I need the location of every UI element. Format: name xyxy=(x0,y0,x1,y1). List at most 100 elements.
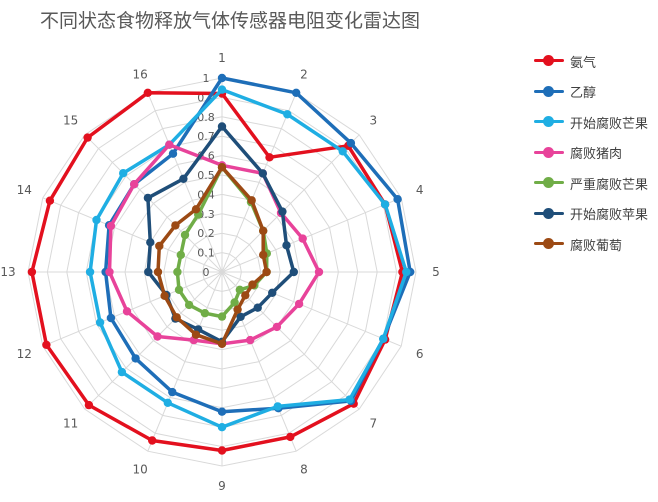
data-point xyxy=(259,226,268,235)
legend-item: 氨气 xyxy=(534,46,658,77)
data-point xyxy=(379,334,388,343)
data-point xyxy=(84,400,94,410)
series-3 xyxy=(85,85,411,432)
radial-tick-label: 0.8 xyxy=(197,111,215,124)
data-point xyxy=(191,330,201,339)
data-point xyxy=(314,267,324,277)
legend-item: 乙醇 xyxy=(534,77,658,108)
data-point xyxy=(286,432,295,442)
data-point xyxy=(217,122,227,131)
grid-spoke xyxy=(221,92,297,273)
legend-item: 腐败葡萄 xyxy=(534,229,658,260)
data-point xyxy=(143,193,153,203)
data-point xyxy=(42,340,51,349)
data-point xyxy=(106,221,116,231)
data-point xyxy=(144,267,153,277)
category-label: 3 xyxy=(369,114,377,128)
data-point xyxy=(172,313,181,322)
chart-title: 不同状态食物释放气体传感器电阻变化雷达图 xyxy=(39,10,420,32)
data-point xyxy=(160,291,169,300)
data-point xyxy=(163,398,172,407)
grid-spoke xyxy=(42,197,223,273)
data-point xyxy=(122,307,132,316)
radial-tick-label: 0.1 xyxy=(197,247,215,260)
data-point xyxy=(45,196,55,205)
category-label: 16 xyxy=(132,67,147,81)
data-point xyxy=(184,300,194,310)
legend-swatch xyxy=(534,85,564,98)
data-point xyxy=(217,73,227,83)
data-point xyxy=(148,436,157,445)
legend-swatch xyxy=(534,207,564,220)
data-point xyxy=(85,267,95,277)
data-point xyxy=(235,285,244,294)
data-point xyxy=(176,250,185,260)
radial-tick-label: 0 xyxy=(203,266,210,279)
legend-swatch xyxy=(534,177,564,189)
data-point xyxy=(217,423,227,432)
data-point xyxy=(217,339,227,348)
legend-label: 严重腐败芒果 xyxy=(570,177,649,193)
data-point xyxy=(298,234,307,243)
series-line xyxy=(88,87,409,429)
data-point xyxy=(179,174,188,183)
data-point xyxy=(105,267,114,277)
category-label: 4 xyxy=(416,183,424,197)
data-point xyxy=(95,318,105,327)
data-point xyxy=(253,303,262,312)
grid-spoke xyxy=(84,271,223,410)
legend-item: 开始腐败芒果 xyxy=(534,107,658,138)
data-point xyxy=(258,169,267,178)
data-point xyxy=(346,138,356,148)
legend-label: 腐败葡萄 xyxy=(570,238,623,254)
data-point xyxy=(168,387,177,397)
category-label: 2 xyxy=(300,67,308,81)
data-point xyxy=(259,250,268,260)
data-point xyxy=(173,267,182,277)
data-point xyxy=(165,140,174,149)
data-point xyxy=(153,267,163,277)
data-point xyxy=(230,298,239,307)
data-point xyxy=(106,313,116,323)
legend-label: 腐败猪肉 xyxy=(570,147,623,163)
category-label: 7 xyxy=(369,416,377,430)
data-point xyxy=(338,147,347,156)
legend-item: 严重腐败芒果 xyxy=(534,168,658,199)
category-label: 15 xyxy=(63,114,78,128)
data-point xyxy=(131,354,140,363)
grid-spoke xyxy=(221,197,402,273)
data-point xyxy=(262,267,271,277)
data-point xyxy=(273,402,282,411)
series-1 xyxy=(27,88,407,455)
category-label: 10 xyxy=(132,463,147,477)
grid-spoke xyxy=(42,271,223,347)
data-point xyxy=(130,180,139,189)
radial-tick-label: 0.5 xyxy=(197,169,215,182)
data-point xyxy=(380,200,390,209)
data-point xyxy=(278,207,287,216)
category-label: 9 xyxy=(218,479,226,493)
data-point xyxy=(294,299,304,309)
data-point xyxy=(168,149,178,158)
legend-label: 氨气 xyxy=(570,55,597,71)
data-point xyxy=(200,309,210,318)
data-point xyxy=(272,322,282,332)
data-point xyxy=(174,285,184,294)
legend-swatch xyxy=(534,116,564,128)
data-point xyxy=(155,241,164,251)
data-point xyxy=(27,267,37,277)
legend: 氨气乙醇开始腐败芒果腐败猪肉严重腐败芒果开始腐败苹果腐败葡萄 xyxy=(534,46,658,260)
data-point xyxy=(393,195,402,204)
legend-item: 开始腐败苹果 xyxy=(534,199,658,230)
data-point xyxy=(217,85,227,94)
data-point xyxy=(241,291,250,300)
data-point xyxy=(233,305,242,314)
series-layer xyxy=(27,73,415,455)
legend-label: 开始腐败芒果 xyxy=(570,116,649,132)
category-label: 1 xyxy=(218,51,226,65)
category-label: 14 xyxy=(17,183,32,197)
data-point xyxy=(289,267,298,277)
category-label: 5 xyxy=(432,265,440,279)
data-point xyxy=(217,163,227,172)
